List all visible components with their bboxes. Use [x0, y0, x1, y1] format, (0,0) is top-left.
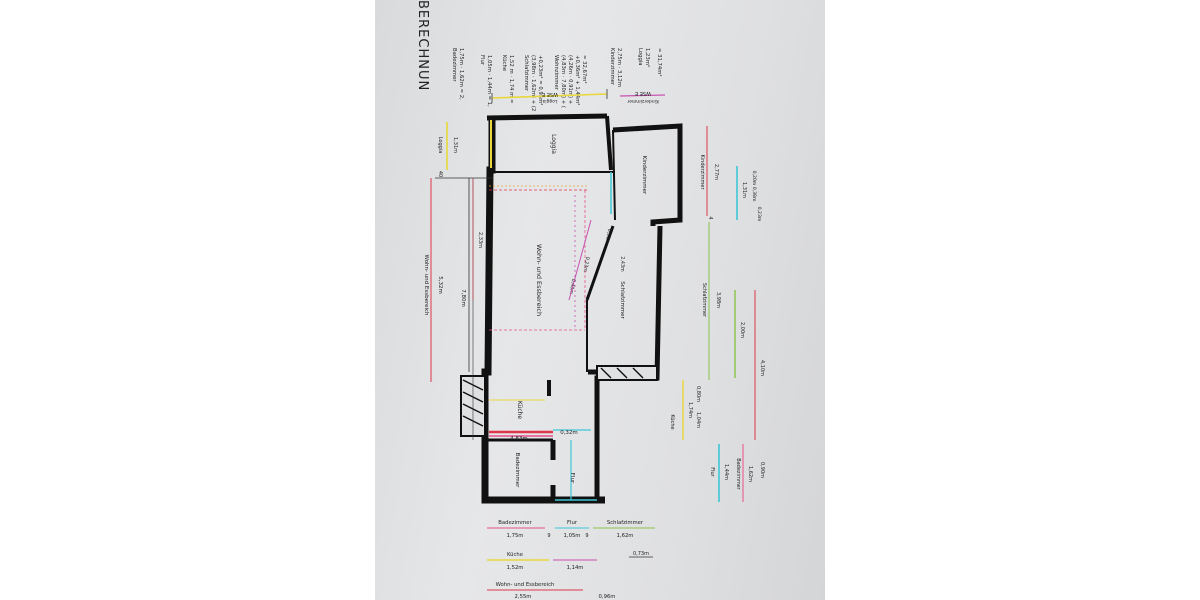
dim-4-a: 4	[707, 216, 713, 219]
bottom-096: 0,96m	[599, 594, 616, 600]
calc-line-13: +0,36m² + 1,44m²	[574, 55, 581, 105]
kueche-width: 4,83m	[510, 436, 528, 442]
calc-line-6: 1,52 m · 1,74 m =	[508, 55, 514, 103]
bottom-bad-label: Badezimmer	[498, 520, 532, 526]
diag-value-3: 2,43m	[619, 256, 625, 272]
schlaf-right-label: Schlafzimmer	[701, 283, 707, 318]
calc-line-4: 1,05m · 1,44m = 1,	[486, 55, 492, 107]
calc-line-17: Loggia	[637, 48, 643, 66]
walls	[481, 113, 683, 504]
bottom-wohn-label: Wohn- und Essbereich	[496, 582, 555, 588]
room-kinderzimmer: Kinderzimmer	[641, 156, 647, 195]
top-loggia-label: WSE E	[542, 91, 558, 97]
kinder-cyan-value: 1,31m	[741, 182, 747, 198]
calc-line-2: 1,75m · 1,62m = 2,	[458, 48, 464, 100]
kinder-023: 0,23m	[756, 207, 762, 222]
top-kinder-sub: Kinderzimmer	[627, 98, 659, 104]
room-kueche: Küche	[516, 401, 523, 420]
diag-value-2: 0,23m	[582, 256, 591, 272]
loggia-side-label: Loggia	[437, 137, 443, 154]
wohn-233: 2,33m	[477, 232, 483, 248]
kueche-right-value: 1,74m	[687, 402, 693, 418]
calculation-block: Badezimmer 1,75m · 1,62m = 2, Flur 1,05m…	[451, 48, 663, 111]
kueche-right-080: 0,80m	[695, 386, 701, 402]
bottom-bad-value: 1,75m	[507, 533, 524, 539]
calc-line-7: Schlafzimmer	[523, 55, 529, 92]
calc-line-8: (3,98m · 1,62m) + (2	[530, 55, 536, 111]
room-badezimmer: Badezimmer	[514, 453, 520, 489]
bottom-kueche-value: 1,52m	[507, 565, 524, 571]
bottom-flur-value: 1,05m	[564, 533, 581, 539]
bottom-114: 1,14m	[567, 565, 584, 571]
kueche-032: 0,32m	[560, 430, 578, 436]
wall-hatches	[460, 365, 658, 437]
diag-value-4: 0,40m	[568, 278, 577, 294]
kinder-small-values: 0,20m 0,38m	[751, 171, 757, 202]
top-loggia-dim-line	[491, 93, 608, 99]
kinder-right-value: 2,77m	[713, 164, 719, 180]
room-color-lines	[489, 120, 612, 501]
flur-right-label: Flur	[709, 467, 715, 477]
calc-line-14: = 32,67m²	[581, 55, 588, 84]
bottom-wohn-value: 2,55m	[515, 594, 532, 600]
page-title: BERECHNUN	[415, 0, 430, 91]
calc-line-12: (4,26m · 0,91m) +	[567, 55, 573, 104]
top-kinder-label: WSE E	[635, 90, 651, 96]
bottom-schlaf-value: 1,62m	[617, 533, 634, 539]
kueche-right-label: Küche	[669, 414, 675, 429]
schlaf-red-value: 4,10m	[759, 360, 765, 376]
wohn-left-label: Wohn- und Essbereich	[423, 254, 429, 316]
bad-right-label: Badezimmer	[735, 458, 741, 491]
calc-line-9: +0,23m² = 0,95m²	[537, 55, 544, 105]
bottom-flur-label: Flur	[567, 520, 578, 526]
floor-plan-drawing: BERECHNUN Badezimmer 1,75m · 1,62m = 2, …	[415, 0, 765, 600]
calc-line-19: = 31,74m²	[656, 48, 663, 77]
bottom-schlaf-label: Schlafzimmer	[607, 520, 644, 526]
bottom-9a: 9	[547, 533, 550, 539]
loggia-side-value: 1,31m	[452, 137, 458, 153]
bottom-9b: 9	[585, 533, 588, 539]
schlaf-green-value: 2,00m	[739, 322, 745, 338]
floor-plan-paper: BERECHNUN Badezimmer 1,75m · 1,62m = 2, …	[375, 0, 825, 600]
diag-value-1: 0,91m	[604, 228, 613, 244]
bottom-073: 0,73m	[633, 551, 649, 557]
calc-line-3: Flur	[479, 55, 485, 66]
kueche-right-104: 1,04m	[695, 412, 701, 428]
wohn-left-value: 5,32m	[437, 276, 443, 294]
top-loggia-sub: Loggia	[542, 98, 557, 104]
room-schlafzimmer: Schlafzimmer	[619, 281, 625, 319]
schlaf-right-value: 3,98m	[715, 292, 721, 308]
calc-line-10: Wohnzimmer	[553, 55, 559, 91]
kinder-right-label: Kinderzimmer	[699, 154, 705, 190]
bad-right-value: 1,62m	[747, 466, 753, 482]
calc-line-1: Badezimmer	[451, 48, 457, 82]
dim-040: 40	[437, 171, 443, 177]
wohn-inner-value: 7,80m	[460, 289, 466, 307]
title-group: BERECHNUN	[415, 0, 430, 91]
calc-line-16: 2,75m · 3,12m	[616, 48, 622, 87]
room-flur: Flur	[569, 473, 575, 484]
calc-line-18: 1,23m²	[644, 48, 651, 67]
calc-line-11: (4,83m · 7,80m) + (	[560, 55, 566, 108]
flur-right-value: 1,44m	[723, 464, 729, 480]
calc-line-15: Kinderzimmer	[609, 48, 615, 86]
bad-right-090: 0,90m	[759, 462, 765, 478]
room-wohnen: Wohn- und Essbereich	[535, 244, 543, 316]
bottom-kueche-label: Küche	[507, 552, 523, 558]
calc-line-5: Küche	[501, 55, 507, 71]
room-loggia: Loggia	[550, 134, 557, 154]
top-kinder-dim-line	[619, 94, 666, 97]
